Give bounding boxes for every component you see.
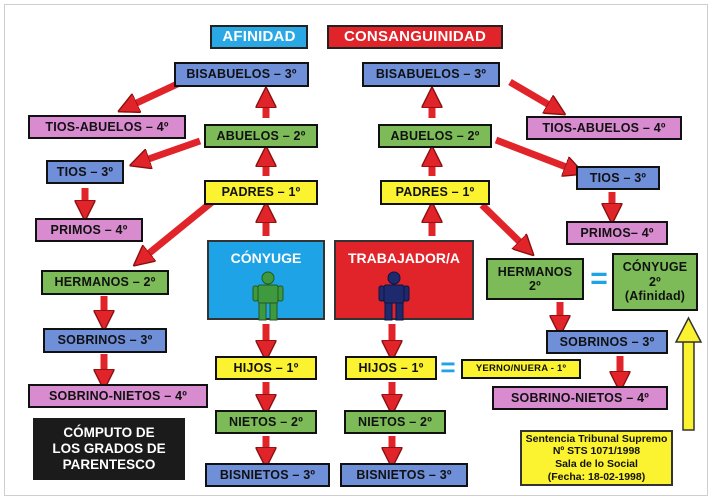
right-sobrinos: SOBRINOS – 3º xyxy=(546,330,668,354)
right-yerno-nuera: YERNO/NUERA - 1º xyxy=(461,359,581,379)
left-bisabuelos: BISABUELOS – 3º xyxy=(174,62,309,87)
left-bisnietos: BISNIETOS – 3º xyxy=(205,463,330,487)
right-hijos: HIJOS – 1º xyxy=(345,356,437,380)
left-hijos: HIJOS – 1º xyxy=(215,356,317,380)
diagram-frame xyxy=(4,4,708,496)
person-icon-navy xyxy=(378,271,410,321)
computo-line-3: PARENTESCO xyxy=(62,457,156,473)
header-afinidad: AFINIDAD xyxy=(210,25,308,49)
left-primos: PRIMOS – 4º xyxy=(35,218,143,242)
left-sobrino-nietos: SOBRINO-NIETOS – 4º xyxy=(28,384,208,408)
right-conyuge: CÓNYUGE 2º (Afinidad) xyxy=(612,253,698,311)
trabajador-box: TRABAJADOR/A xyxy=(334,240,474,321)
left-abuelos: ABUELOS – 2º xyxy=(204,124,318,148)
arrow-padres-hermanos-left xyxy=(142,199,215,259)
sentencia-line-2: Nº STS 1071/1998 xyxy=(552,445,641,458)
person-icon-green xyxy=(252,271,284,321)
right-primos: PRIMOS– 4º xyxy=(566,221,668,245)
conyuge-box: CÓNYUGE xyxy=(207,240,325,321)
left-padres: PADRES – 1º xyxy=(204,180,318,205)
right-nietos: NIETOS – 2º xyxy=(344,410,446,434)
left-tios: TIOS – 3º xyxy=(46,160,124,184)
equals-sign-2: = xyxy=(440,352,456,382)
left-nietos: NIETOS – 2º xyxy=(215,410,317,434)
right-bisnietos: BISNIETOS – 3º xyxy=(340,463,468,487)
sentencia-note: Sentencia Tribunal Supremo Nº STS 1071/1… xyxy=(520,430,673,486)
left-sobrinos: SOBRINOS – 3º xyxy=(43,328,167,353)
sentencia-line-1: Sentencia Tribunal Supremo xyxy=(525,432,668,445)
right-conyuge-line-3: (Afinidad) xyxy=(624,289,686,304)
right-conyuge-line-2: 2º xyxy=(649,274,661,289)
trabajador-label: TRABAJADOR/A xyxy=(348,250,460,266)
computo-line-2: LOS GRADOS DE xyxy=(52,440,166,456)
arrow-abuelos-tios-right xyxy=(494,136,574,170)
right-hermanos: HERMANOS 2º xyxy=(486,258,584,300)
left-hermanos: HERMANOS – 2º xyxy=(41,270,169,295)
right-tios: TIOS – 3º xyxy=(576,166,660,190)
right-hermanos-line-1: HERMANOS xyxy=(497,264,573,279)
sentencia-line-4: (Fecha: 18-02-1998) xyxy=(547,470,646,483)
header-consanguinidad: CONSANGUINIDAD xyxy=(327,25,503,49)
right-bisabuelos: BISABUELOS – 3º xyxy=(362,62,500,87)
arrow-padres-hermanos-right xyxy=(479,202,526,248)
right-padres: PADRES – 1º xyxy=(380,180,490,205)
equals-sign-1: = xyxy=(590,262,608,295)
computo-note: CÓMPUTO DE LOS GRADOS DE PARENTESCO xyxy=(33,418,185,480)
right-tios-abuelos: TIOS-ABUELOS – 4º xyxy=(526,116,682,140)
arrow-abuelos-tios-left xyxy=(140,137,202,162)
right-conyuge-line-1: CÓNYUGE xyxy=(622,260,688,275)
computo-line-1: CÓMPUTO DE xyxy=(63,424,155,440)
arrow-sentencia-conyuge xyxy=(674,316,703,431)
right-sobrino-nietos: SOBRINO-NIETOS – 4º xyxy=(492,386,668,410)
conyuge-label: CÓNYUGE xyxy=(230,250,302,266)
sentencia-line-3: Sala de lo Social xyxy=(555,458,638,470)
left-tios-abuelos: TIOS-ABUELOS – 4º xyxy=(28,115,186,139)
right-abuelos: ABUELOS – 2º xyxy=(378,124,492,148)
arrow-bisabuelos-tiosabuelos-right xyxy=(508,78,556,109)
right-hermanos-line-2: 2º xyxy=(529,279,541,293)
